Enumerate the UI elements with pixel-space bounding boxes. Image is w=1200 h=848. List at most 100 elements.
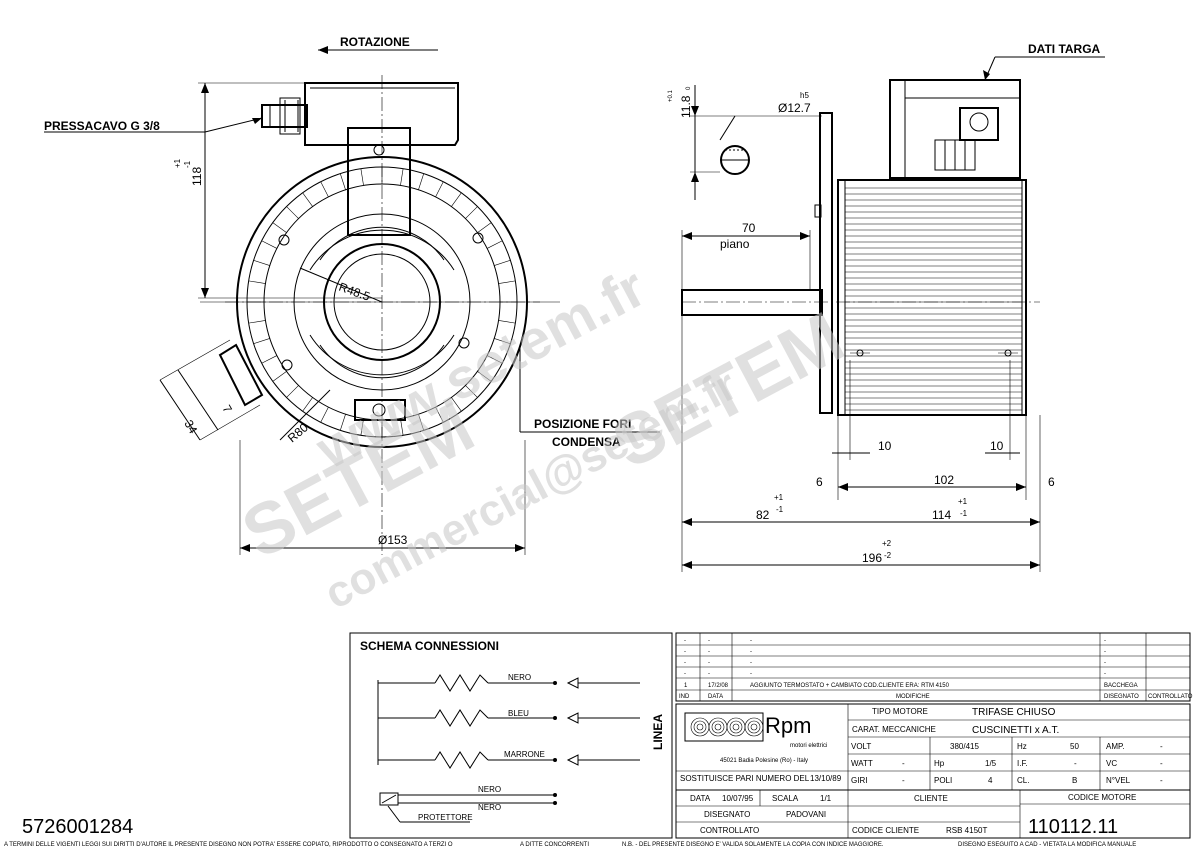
rev-cell-data: -	[708, 649, 710, 655]
logo-subtitle: motori elettrici	[790, 743, 827, 749]
giri-label: GIRI	[851, 776, 867, 785]
dati-targa-label: DATI TARGA	[1028, 42, 1101, 56]
d114-dim: 114	[932, 508, 951, 522]
vc-value: -	[1160, 759, 1163, 768]
cl-value: B	[1072, 776, 1077, 785]
giri-value: -	[902, 776, 905, 785]
linea-label: LINEA	[651, 714, 665, 750]
nvel-value: -	[1160, 776, 1163, 785]
d114-tol-minus: -1	[960, 509, 968, 518]
rev-cell-mod: AGGIUNTO TERMOSTATO + CAMBIATO COD.CLIEN…	[750, 683, 950, 689]
rev-cell-mod: -	[750, 638, 752, 644]
shaft-d127-dim: Ø12.7	[778, 101, 811, 115]
rev-cell-data: -	[708, 671, 710, 677]
d102-dim: 102	[934, 473, 954, 487]
rev-cell-data: 17/2/08	[708, 683, 729, 689]
carat-value: CUSCINETTI x A.T.	[972, 725, 1059, 736]
codice-motore-label: CODICE MOTORE	[1068, 793, 1136, 802]
poli-value: 4	[988, 776, 993, 785]
rev-cell-dis: -	[1104, 671, 1106, 677]
sostituisce-label: SOSTITUISCE PARI NUMERO DEL	[680, 774, 810, 783]
poli-label: POLI	[934, 776, 952, 785]
d118-dim: 118	[190, 167, 204, 186]
sostituisce-value: 13/10/89	[810, 774, 842, 783]
schema-title: SCHEMA CONNESSIONI	[360, 639, 499, 653]
disegnato-label: DISEGNATO	[704, 810, 750, 819]
rev-header-dis: DISEGNATO	[1104, 694, 1139, 700]
vc-label: VC	[1106, 759, 1117, 768]
rev-cell-mod: -	[750, 671, 752, 677]
footer-left: A TERMINI DELLE VIGENTI LEGGI SUI DIRITT…	[4, 842, 453, 848]
piano-label: piano	[720, 237, 750, 251]
rev-cell-data: -	[708, 660, 710, 666]
wire-row-2: BLEU	[378, 709, 640, 727]
front-view: ROTAZIONE	[44, 35, 660, 555]
rev-cell-dis: BACCHEGA	[1104, 683, 1138, 689]
rev-header-data: DATA	[708, 694, 723, 700]
rev-cell-dis: -	[1104, 649, 1106, 655]
volt-value: 380/415	[950, 742, 979, 751]
rev-cell-ind: 1	[684, 683, 688, 689]
r485-dim: R48.5	[337, 280, 372, 304]
title-block: DATA 10/07/95 SCALA 1/1 CLIENTE CODICE M…	[675, 789, 1191, 839]
footer-mid: A DITTE CONCORRENTI	[520, 842, 589, 848]
d34-dim: 34	[181, 418, 200, 437]
tipo-motore-value: TRIFASE CHIUSO	[972, 707, 1056, 718]
rev-cell-dis: -	[1104, 638, 1106, 644]
cliente-label: CLIENTE	[914, 794, 948, 803]
watt-label: WATT	[851, 759, 873, 768]
wire-label-nero: NERO	[508, 673, 531, 682]
scala-label: SCALA	[772, 794, 799, 803]
controllato-label: CONTROLLATO	[700, 826, 759, 835]
codice-cliente-label: CODICE CLIENTE	[852, 826, 919, 835]
condensa-label: CONDENSA	[552, 435, 621, 449]
volt-label: VOLT	[851, 742, 871, 751]
side-view: DATI TARGA 70 piano	[681, 42, 1105, 572]
watt-value: -	[902, 759, 905, 768]
connection-schema: SCHEMA CONNESSIONI NERO BLEU	[349, 632, 673, 839]
hp-label: Hp	[934, 759, 945, 768]
shaft-d118-dim: 11.8	[679, 95, 693, 118]
company-logo: Rpm motori elettrici 45021 Badia Polesin…	[684, 712, 827, 764]
rev-header-mod: MODIFICHE	[896, 694, 930, 700]
rev-cell-ind: -	[684, 660, 686, 666]
shaft-tol-plus: +0.1	[668, 89, 674, 102]
d82-tol-minus: -1	[776, 505, 784, 514]
d118-tol-minus: -1	[183, 160, 192, 168]
protettore-label: PROTETTORE	[418, 813, 473, 822]
footer-nb: N.B. - DEL PRESENTE DISEGNO E' VALIDA SO…	[622, 842, 884, 848]
protector-wire-2: NERO	[478, 803, 501, 812]
pressacavo-label: PRESSACAVO G 3/8	[44, 119, 160, 133]
rev-cell-mod: -	[750, 660, 752, 666]
rev-cell-data: -	[708, 638, 710, 644]
shaft-h5: h5	[800, 91, 809, 100]
amp-value: -	[1160, 742, 1163, 751]
posizione-fori-label: POSIZIONE FORI	[534, 417, 631, 431]
d82-dim: 82	[756, 508, 770, 522]
if-label: I.F.	[1017, 759, 1028, 768]
data-label: DATA	[690, 794, 711, 803]
nvel-label: N°VEL	[1106, 776, 1131, 785]
tipo-motore-label: TIPO MOTORE	[872, 707, 928, 716]
rotazione-label: ROTAZIONE	[340, 35, 410, 49]
d196-tol-minus: -2	[884, 551, 892, 560]
cl-label: CL.	[1017, 776, 1029, 785]
rev-cell-ind: -	[684, 638, 686, 644]
hz-label: Hz	[1017, 742, 1027, 751]
data-value: 10/07/95	[722, 794, 754, 803]
hz-value: 50	[1070, 742, 1079, 751]
wire-row-1: NERO	[378, 673, 640, 692]
carat-label: CARAT. MECCANICHE	[852, 725, 936, 734]
d114-tol-plus: +1	[958, 497, 968, 506]
rev-cell-ind: -	[684, 649, 686, 655]
spec-table: Rpm motori elettrici 45021 Badia Polesin…	[675, 703, 1191, 791]
scala-value: 1/1	[820, 794, 832, 803]
rev-header-ind: IND	[679, 694, 690, 700]
wire-label-bleu: BLEU	[508, 709, 529, 718]
wire-label-marrone: MARRONE	[504, 750, 545, 759]
rev-cell-dis: -	[1104, 660, 1106, 666]
rev-header-ctrl: CONTROLLATO	[1148, 694, 1193, 700]
d7-dim: 7	[219, 403, 235, 416]
